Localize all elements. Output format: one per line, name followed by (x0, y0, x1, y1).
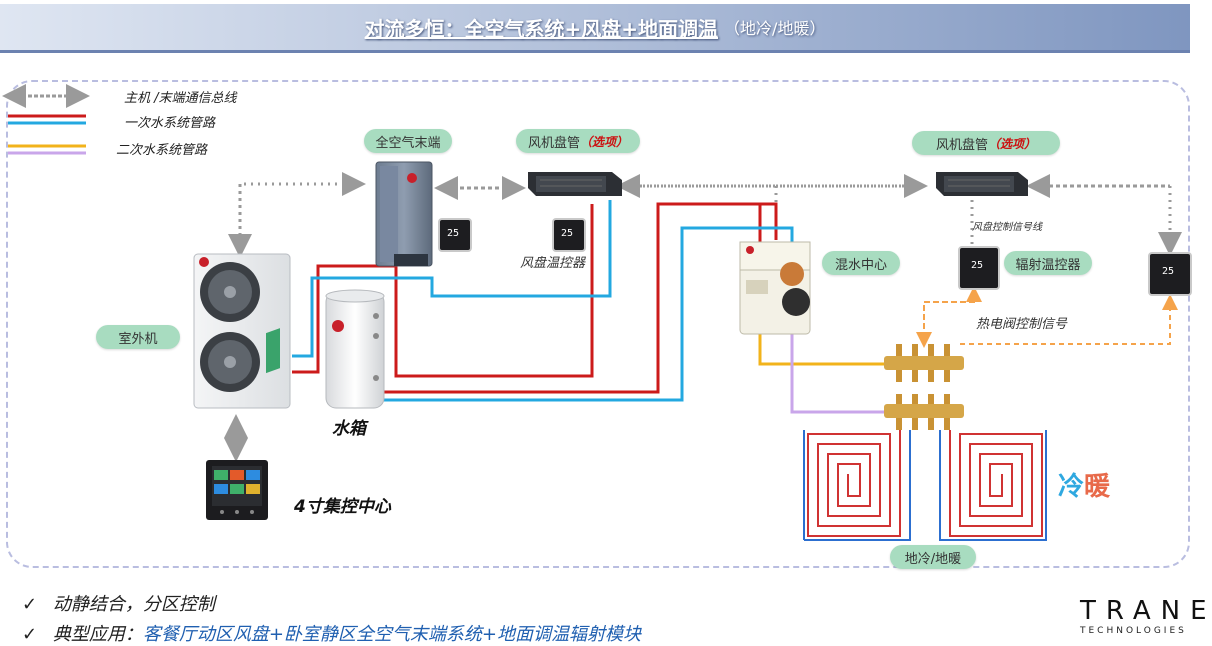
radiant-controller-label: 辐射温控器 (1004, 251, 1092, 275)
option-tag: （选项） (580, 134, 629, 149)
legend-primary-label: 一次水系统管路 (124, 116, 216, 131)
bullet-2: ✓ 典型应用：客餐厅动区风盘+卧室静区全空气末端系统+地面调温辐射模块 (22, 624, 641, 645)
application-highlight: 客餐厅动区风盘+卧室静区全空气末端系统+地面调温辐射模块 (142, 624, 641, 645)
fan-coil-1-graphic (528, 172, 622, 196)
diagram-frame (6, 80, 1190, 568)
check-icon: ✓ (22, 594, 38, 615)
brand-sub: TECHNOLOGIES (1080, 626, 1187, 636)
thermostat-readout: 25 (971, 260, 984, 271)
valve-signal-label: 热电阀控制信号 (976, 317, 1068, 332)
floor-label: 地冷/地暖 (890, 545, 976, 569)
cold-label: 冷 (1058, 472, 1085, 502)
air-terminal-thermostat[interactable]: 25 (438, 218, 472, 252)
thermostat-readout: 25 (447, 228, 460, 239)
thermostat-readout: 25 (561, 228, 574, 239)
secondary-supply-pipe (758, 334, 892, 366)
floor-coil-left (803, 430, 911, 541)
valve-signal-lines (916, 286, 1178, 348)
outdoor-unit-graphic (193, 253, 291, 409)
manifold-return-graphic (884, 394, 964, 430)
warm-label: 暖 (1084, 472, 1111, 502)
fan-coil-2-graphic (936, 172, 1028, 196)
secondary-return-pipe (790, 334, 892, 414)
legend-bus-label: 主机 /末端通信总线 (124, 91, 237, 106)
option-tag: （选项） (988, 136, 1037, 151)
legend-secondary-label: 二次水系统管路 (116, 143, 208, 158)
fan-coil-signal-label: 风盘控制信号线 (972, 222, 1042, 233)
cold-warm-label: 冷暖 (1058, 466, 1110, 503)
air-terminal-label: 全空气末端 (364, 129, 452, 153)
outdoor-unit-label: 室外机 (96, 325, 180, 349)
communication-bus (224, 172, 1182, 462)
radiant-thermostat[interactable]: 25 (958, 246, 1000, 290)
fan-coil-controller-label: 风盘温控器 (520, 256, 586, 271)
mixing-center-label: 混水中心 (822, 251, 900, 275)
mixing-center-graphic (739, 241, 811, 335)
manifold-supply-graphic (884, 344, 964, 382)
brand-name: TRANE (1080, 596, 1212, 626)
water-tank-graphic (325, 289, 385, 409)
control-center-graphic (206, 460, 268, 520)
thermostat-readout: 25 (1162, 266, 1175, 277)
air-terminal-graphic (375, 161, 433, 267)
control-center-label: 4寸集控中心 (294, 497, 391, 517)
floor-coil-right (939, 430, 1047, 541)
fan-coil-2-label: 风机盘管（选项） (912, 131, 1060, 155)
page-subtitle: （地冷/地暖） (724, 19, 826, 38)
fan-coil-thermostat[interactable]: 25 (552, 218, 586, 252)
check-icon: ✓ (22, 624, 38, 645)
page-title: 对流多恒：全空气系统+风盘+地面调温 (364, 16, 719, 41)
fan-coil-1-label: 风机盘管（选项） (516, 129, 640, 153)
title-bar: 对流多恒：全空气系统+风盘+地面调温 （地冷/地暖） (0, 4, 1190, 53)
bullet-1: ✓ 动静结合，分区控制 (22, 594, 215, 615)
water-tank-label: 水箱 (332, 419, 366, 439)
brand-logo: TRANE TECHNOLOGIES (1080, 598, 1212, 636)
primary-return-pipes (292, 200, 794, 402)
fan-coil-thermostat-2[interactable]: 25 (1148, 252, 1192, 296)
